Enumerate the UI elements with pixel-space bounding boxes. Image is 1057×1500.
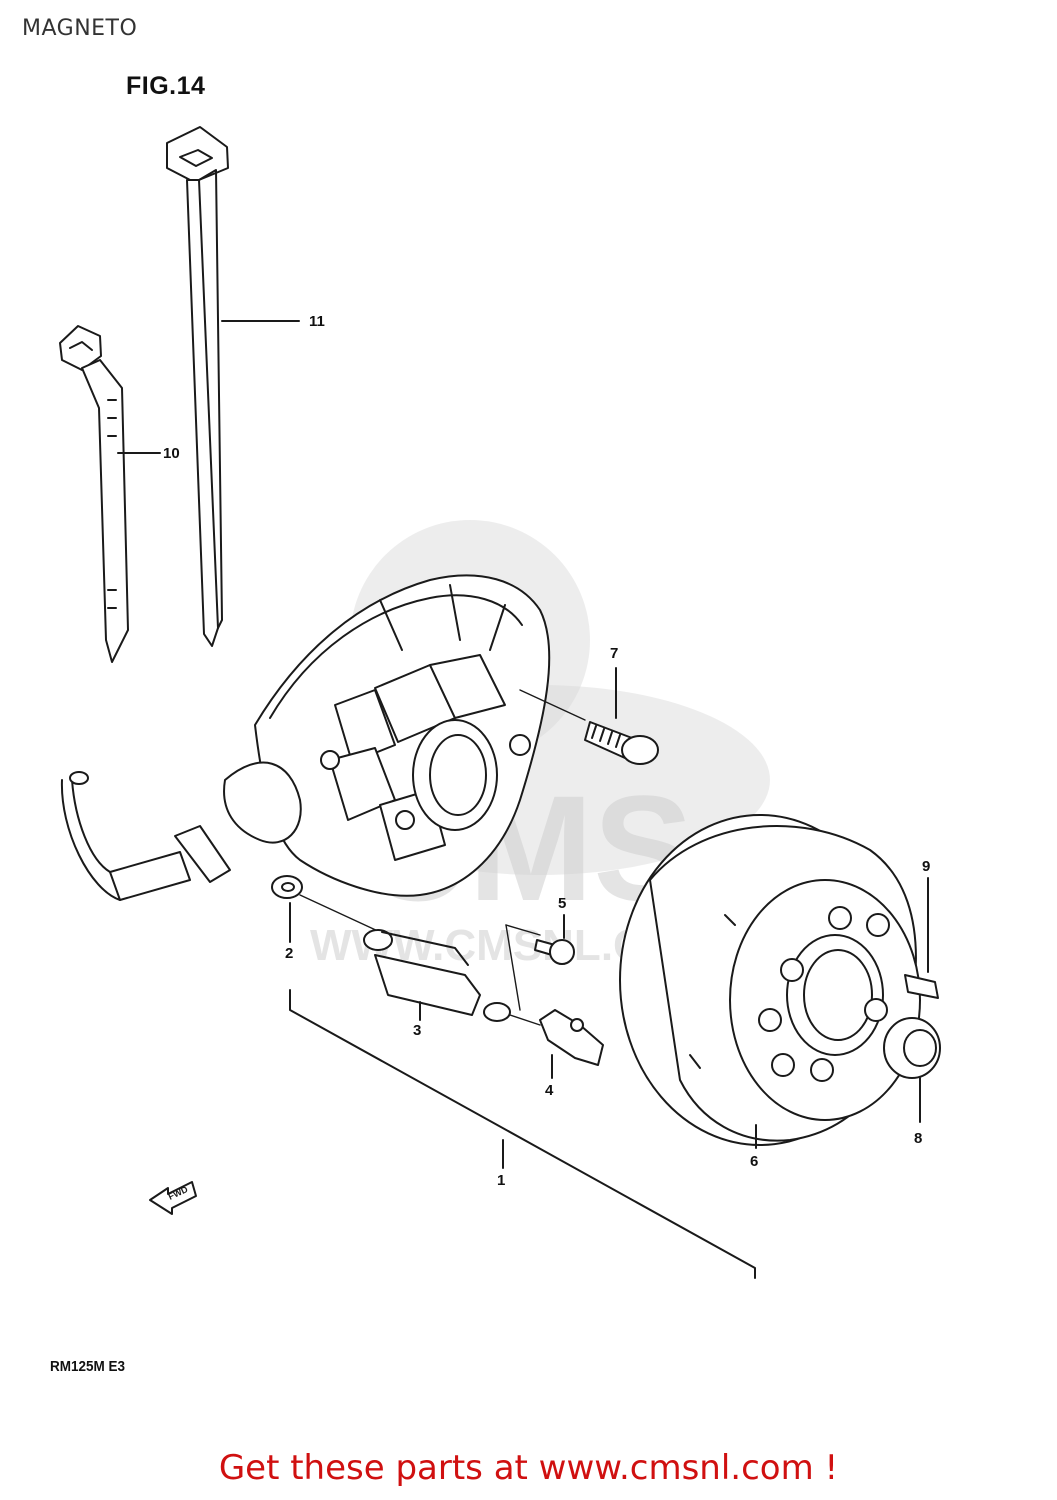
screw-7 <box>519 667 659 765</box>
page-title: MAGNETO <box>22 16 138 41</box>
callout-9: 9 <box>922 858 931 875</box>
callout-1: 1 <box>497 1172 506 1189</box>
bracket-4 <box>483 1002 604 1079</box>
figure-label: FIG.14 <box>126 72 206 100</box>
callout-4: 4 <box>545 1082 554 1099</box>
pickup-coil-3 <box>363 929 481 1021</box>
model-code: RM125M E3 <box>50 1358 126 1375</box>
callout-8: 8 <box>914 1130 923 1147</box>
key-9 <box>904 877 939 999</box>
forward-arrow-icon: FWD <box>149 1181 197 1215</box>
washer-2 <box>271 875 381 943</box>
callout-5: 5 <box>558 895 567 912</box>
callout-11: 11 <box>309 313 325 330</box>
rotor-6 <box>619 814 921 1149</box>
callout-6: 6 <box>750 1153 759 1170</box>
callout-7: 7 <box>610 645 619 662</box>
cable-tie-long <box>166 126 300 647</box>
parts-link-banner[interactable]: Get these parts at www.cmsnl.com ! <box>218 1448 839 1488</box>
screw-5 <box>505 914 575 1011</box>
callout-10: 10 <box>163 445 180 462</box>
assembly-bracket-1 <box>289 989 756 1279</box>
callout-2: 2 <box>285 945 294 962</box>
cable-tie-short <box>59 325 161 663</box>
callout-3: 3 <box>413 1022 422 1039</box>
stator-assembly <box>60 574 551 901</box>
nut-8 <box>883 1017 941 1123</box>
